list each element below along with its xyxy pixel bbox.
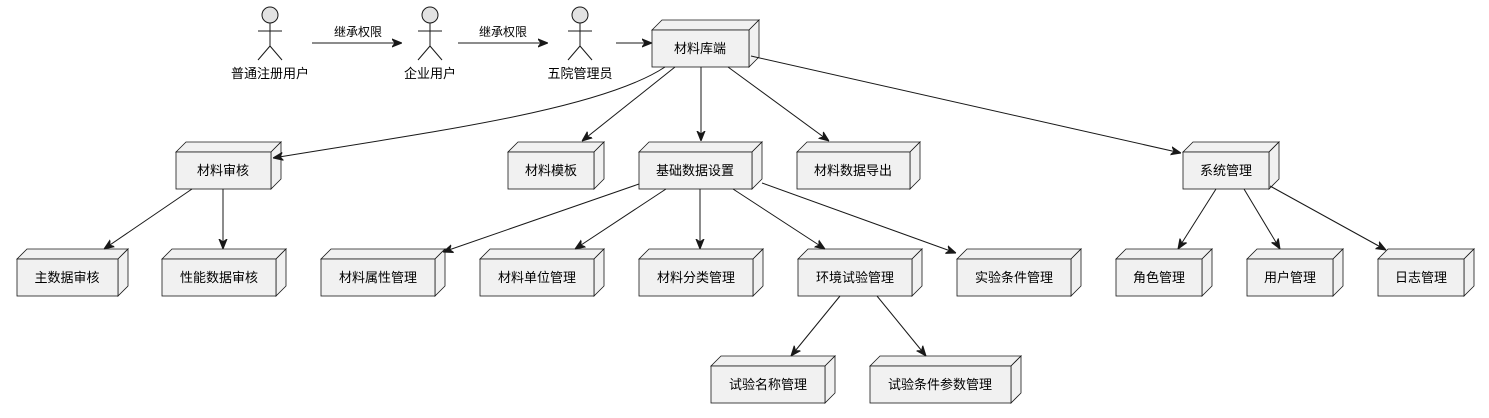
node-template: 材料模板	[507, 141, 605, 190]
actor-head-icon	[421, 6, 439, 24]
node-test-name-mgmt: 试验名称管理	[710, 355, 836, 404]
edge-library-template	[582, 66, 676, 141]
edge-env-testparam	[876, 295, 926, 356]
node-category-mgmt-label: 材料分类管理	[657, 271, 735, 286]
node-system: 系统管理	[1182, 141, 1280, 190]
actor-head-icon	[571, 6, 589, 24]
node-role-mgmt-label: 角色管理	[1133, 270, 1185, 286]
edge-system-user	[1243, 188, 1280, 249]
node-perf-audit-label: 性能数据审核	[180, 271, 258, 286]
node-library: 材料库端	[651, 19, 760, 68]
node-export: 材料数据导出	[796, 141, 921, 190]
node-attr-mgmt: 材料属性管理	[320, 248, 446, 297]
edge-basic-unit	[575, 188, 667, 249]
edge-basic-env	[732, 188, 825, 249]
edge-system-log	[1269, 185, 1386, 250]
edge-inherit-2-label: 继承权限	[479, 25, 527, 39]
actor-head-icon	[261, 6, 279, 24]
node-unit-mgmt-label: 材料单位管理	[498, 271, 576, 286]
node-user-mgmt-label: 用户管理	[1264, 270, 1316, 286]
node-user-mgmt: 用户管理	[1246, 248, 1344, 297]
node-env-test-mgmt-label: 环境试验管理	[816, 270, 894, 286]
node-category-mgmt: 材料分类管理	[638, 248, 764, 297]
actor-normal-user: 普通注册用户	[231, 6, 309, 82]
node-basic: 基础数据设置	[638, 141, 763, 190]
node-exp-cond-mgmt-label: 实验条件管理	[975, 270, 1053, 286]
edge-library-system	[750, 55, 1181, 153]
node-perf-audit: 性能数据审核	[161, 248, 287, 297]
node-export-label: 材料数据导出	[814, 164, 892, 179]
node-library-label: 材料库端	[674, 41, 726, 57]
edge-basic-exp	[761, 182, 956, 253]
node-master-audit-label: 主数据审核	[34, 271, 99, 286]
node-audit-label: 材料审核	[197, 164, 249, 179]
node-env-test-mgmt: 环境试验管理	[797, 248, 923, 297]
edge-inherit-1-label: 继承权限	[334, 25, 382, 39]
actor-admin: 五院管理员	[547, 6, 613, 82]
node-system-label: 系统管理	[1200, 164, 1252, 179]
node-test-name-mgmt-label: 试验名称管理	[729, 377, 807, 393]
node-master-audit: 主数据审核	[16, 248, 129, 297]
actor-normal-user-label: 普通注册用户	[231, 66, 309, 82]
actor-enterprise-user-label: 企业用户	[404, 66, 456, 82]
edge-basic-attr	[443, 183, 640, 252]
node-attr-mgmt-label: 材料属性管理	[339, 271, 417, 286]
node-test-param-mgmt: 试验条件参数管理	[869, 355, 1022, 404]
node-unit-mgmt: 材料单位管理	[479, 248, 605, 297]
actor-admin-label: 五院管理员	[547, 67, 612, 82]
node-log-mgmt: 日志管理	[1377, 248, 1475, 297]
node-log-mgmt-label: 日志管理	[1395, 271, 1447, 286]
edge-env-testname	[791, 295, 841, 356]
node-template-label: 材料模板	[525, 164, 577, 179]
node-role-mgmt: 角色管理	[1115, 248, 1213, 297]
node-exp-cond-mgmt: 实验条件管理	[956, 248, 1082, 297]
node-basic-label: 基础数据设置	[656, 164, 734, 179]
node-audit: 材料审核	[175, 141, 282, 190]
actor-enterprise-user: 企业用户	[404, 6, 456, 82]
edge-library-audit	[273, 66, 666, 158]
edge-library-export	[727, 66, 829, 141]
node-test-param-mgmt-label: 试验条件参数管理	[888, 377, 992, 393]
edge-system-role	[1178, 188, 1217, 249]
edge-audit-master	[104, 188, 193, 249]
